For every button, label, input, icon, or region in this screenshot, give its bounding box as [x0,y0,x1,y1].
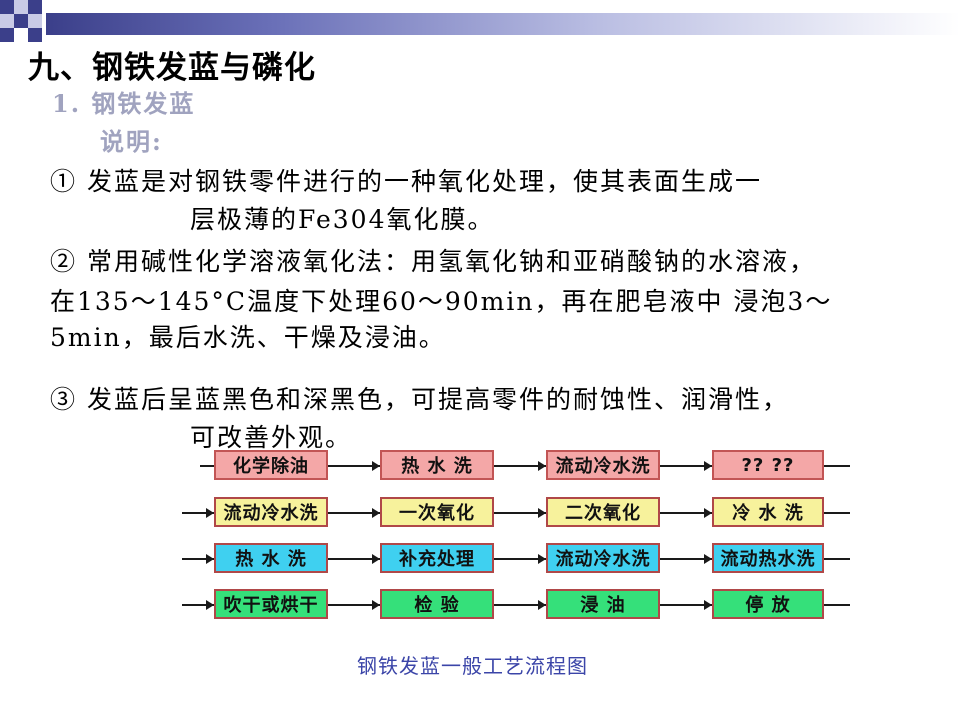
flow-step-box: 流动冷水洗 [546,543,660,573]
arrow-right-icon [372,554,380,564]
flow-step-box: ?? ?? [712,450,824,480]
flow-step-box: 冷 水 洗 [712,497,824,527]
point-1-line-1: ① 发蓝是对钢铁零件进行的一种氧化处理，使其表面生成一 [50,167,762,196]
arrow-right-icon [704,461,712,471]
arrow-right-icon [704,554,712,564]
flow-step-box: 二次氧化 [546,497,660,527]
arrow-right-icon [372,508,380,518]
flow-connector-row-3 [182,558,850,560]
arrow-right-icon [206,554,214,564]
flow-step-box: 检 验 [380,589,494,619]
section-heading: 1. 钢铁发蓝 [52,89,196,118]
point-2-line-2: 在135～145°C温度下处理60～90min，再在肥皂液中 浸泡3～ [50,287,833,316]
page-title: 九、钢铁发蓝与磷化 [28,50,316,86]
flow-step-box: 吹干或烘干 [214,589,328,619]
flow-step-box: 热 水 洗 [214,543,328,573]
flow-step-box: 一次氧化 [380,497,494,527]
note-label: 说明: [100,127,163,156]
arrow-right-icon [704,508,712,518]
point-3-line-2: 可改善外观。 [190,423,353,452]
flow-connector-row-1 [200,465,850,467]
flow-step-box: 浸 油 [546,589,660,619]
arrow-right-icon [538,508,546,518]
diagram-caption: 钢铁发蓝一般工艺流程图 [357,654,588,678]
flow-step-box: 流动冷水洗 [214,497,328,527]
flow-connector-row-4 [182,604,850,606]
arrow-right-icon [538,554,546,564]
arrow-right-icon [372,461,380,471]
flow-step-box: 流动冷水洗 [546,450,660,480]
flow-step-box: 停 放 [712,589,824,619]
arrow-right-icon [538,600,546,610]
point-3-line-1: ③ 发蓝后呈蓝黑色和深黑色，可提高零件的耐蚀性、润滑性， [50,385,789,414]
arrow-right-icon [206,508,214,518]
flow-step-box: 热 水 洗 [380,450,494,480]
point-2-line-3: 5min，最后水洗、干燥及浸油。 [50,323,446,352]
flow-step-box: 流动热水洗 [712,543,824,573]
arrow-right-icon [206,600,214,610]
flow-step-box: 补充处理 [380,543,494,573]
flow-step-box: 化学除油 [214,450,328,480]
arrow-right-icon [704,600,712,610]
flow-connector-row-2 [182,512,850,514]
header-bar [46,13,960,35]
point-1-line-2: 层极薄的Fe304氧化膜。 [190,205,495,234]
arrow-right-icon [372,600,380,610]
point-2-line-1: ② 常用碱性化学溶液氧化法：用氢氧化钠和亚硝酸钠的水溶液， [50,247,816,276]
arrow-right-icon [538,461,546,471]
